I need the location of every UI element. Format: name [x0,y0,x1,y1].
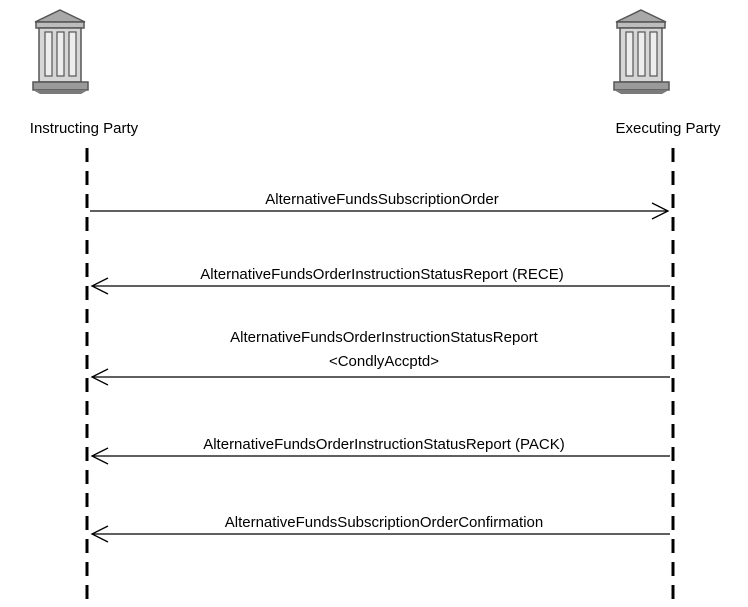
message-status-report-pack: AlternativeFundsOrderInstructionStatusRe… [90,436,670,465]
message-label: AlternativeFundsOrderInstructionStatusRe… [200,266,563,283]
message-label-status: <CondlyAccptd> [329,353,439,370]
message-subscription-order-confirmation: AlternativeFundsSubscriptionOrderConfirm… [90,514,670,543]
executing-party-label: Executing Party [615,120,721,137]
message-subscription-order: AlternativeFundsSubscriptionOrder [90,191,670,220]
message-label: AlternativeFundsOrderInstructionStatusRe… [230,329,538,346]
message-status-report-condly-accptd: AlternativeFundsOrderInstructionStatusRe… [90,329,670,386]
message-label: AlternativeFundsSubscriptionOrder [265,191,498,208]
bank-building-icon [613,9,670,94]
bank-building-icon [32,9,89,94]
message-status-report-rece: AlternativeFundsOrderInstructionStatusRe… [90,266,670,295]
message-label: AlternativeFundsOrderInstructionStatusRe… [203,436,565,453]
message-label: AlternativeFundsSubscriptionOrderConfirm… [225,514,543,531]
instructing-party-label: Instructing Party [30,120,139,137]
